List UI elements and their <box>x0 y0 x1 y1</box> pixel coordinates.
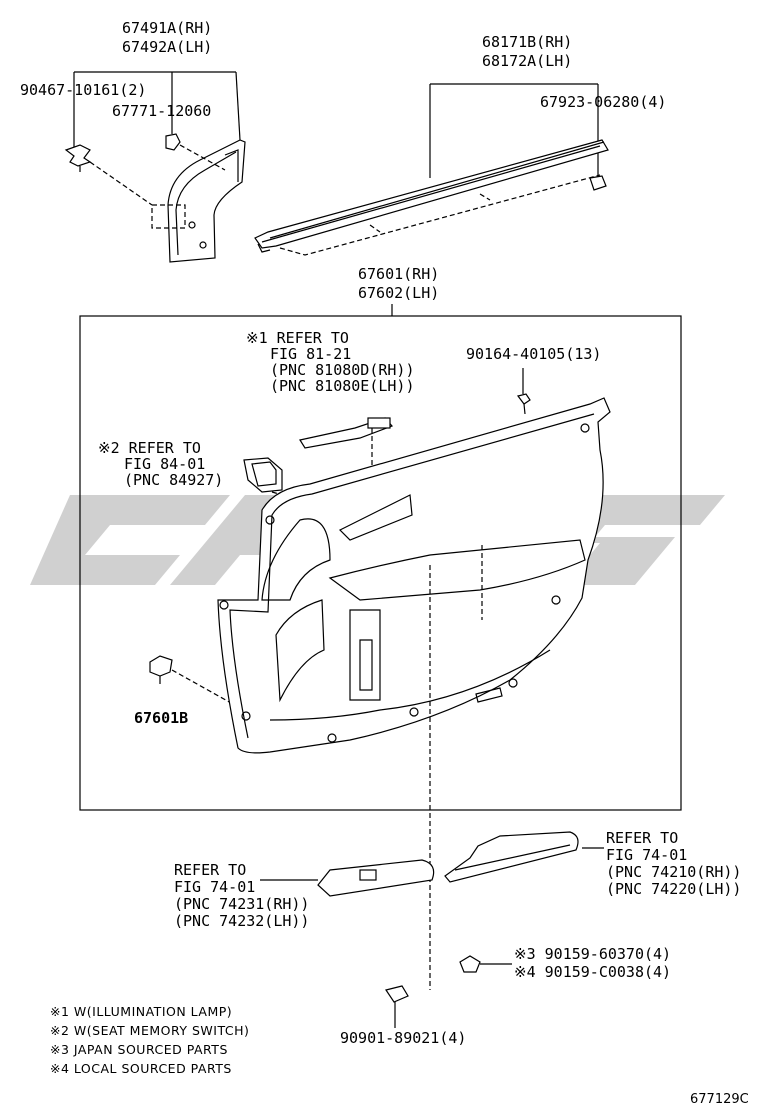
label-clip-b: 67771-12060 <box>112 102 212 120</box>
label-armrest-left-ref-2: FIG 74-01 <box>174 878 256 896</box>
label-screw: 90164-40105(13) <box>466 345 602 363</box>
label-armrest-right-ref-3: (PNC 74210(RH)) <box>606 863 742 881</box>
figure-id: 677129C <box>690 1092 749 1107</box>
cover-clip-part <box>385 985 409 1028</box>
label-armrest-left-ref-3: (PNC 74231(RH)) <box>174 895 310 913</box>
footnote-4: ※4 LOCAL SOURCED PARTS <box>50 1061 232 1076</box>
label-pillar-trim-rh: 67491A(RH) <box>122 19 213 37</box>
label-switch-ref-3: (PNC 84927) <box>124 471 224 489</box>
weatherstrip-part <box>254 139 609 256</box>
label-armrest-right-ref-1: REFER TO <box>606 829 679 847</box>
panel-clip-part <box>149 655 241 709</box>
door-trim-panel-part <box>217 397 611 990</box>
pillar-trim-leaders <box>73 71 241 148</box>
footnote-3: ※3 JAPAN SOURCED PARTS <box>50 1042 228 1057</box>
pillar-clip-a <box>64 144 186 229</box>
pillar-clip-b <box>165 133 226 171</box>
label-armrest-left-ref-4: (PNC 74232(LH)) <box>174 912 310 930</box>
label-lamp-ref-3: (PNC 81080D(RH)) <box>270 361 415 379</box>
pillar-trim-part <box>167 139 246 263</box>
screw-part <box>516 368 531 415</box>
label-panel-clip: 67601B <box>134 709 189 727</box>
armrest-left-part <box>260 859 435 897</box>
label-clip-a: 90467-10161(2) <box>20 81 147 99</box>
label-door-panel-rh: 67601(RH) <box>358 265 440 283</box>
label-armrest-right-ref-2: FIG 74-01 <box>606 846 688 864</box>
armrest-right-part <box>444 831 604 883</box>
footnote-1: ※1 W(ILLUMINATION LAMP) <box>50 1004 233 1019</box>
label-lamp-ref-2: FIG 81-21 <box>270 345 352 363</box>
label-bolt-jp: ※3 90159-60370(4) <box>514 945 672 963</box>
label-switch-ref-2: FIG 84-01 <box>124 455 206 473</box>
label-armrest-left-ref-1: REFER TO <box>174 861 247 879</box>
label-weatherstrip-rh: 68171B(RH) <box>482 33 573 51</box>
label-weatherstrip-lh: 68172A(LH) <box>482 52 573 70</box>
label-cover-clip: 90901-89021(4) <box>340 1029 467 1047</box>
seat-memory-switch-part <box>243 457 301 501</box>
bolt-part <box>459 955 512 973</box>
weatherstrip-leaders <box>429 83 599 178</box>
footnote-2: ※2 W(SEAT MEMORY SWITCH) <box>50 1023 250 1038</box>
door-panel-frame <box>79 315 682 811</box>
label-weatherstrip-clip: 67923-06280(4) <box>540 93 667 111</box>
label-lamp-ref-4: (PNC 81080E(LH)) <box>270 377 415 395</box>
label-bolt-local: ※4 90159-C0038(4) <box>514 963 672 981</box>
label-door-panel-lh: 67602(LH) <box>358 284 440 302</box>
label-pillar-trim-lh: 67492A(LH) <box>122 38 213 56</box>
label-lamp-ref-1: ※1 REFER TO <box>246 329 349 347</box>
label-switch-ref-1: ※2 REFER TO <box>98 439 201 457</box>
label-armrest-right-ref-4: (PNC 74220(LH)) <box>606 880 742 898</box>
